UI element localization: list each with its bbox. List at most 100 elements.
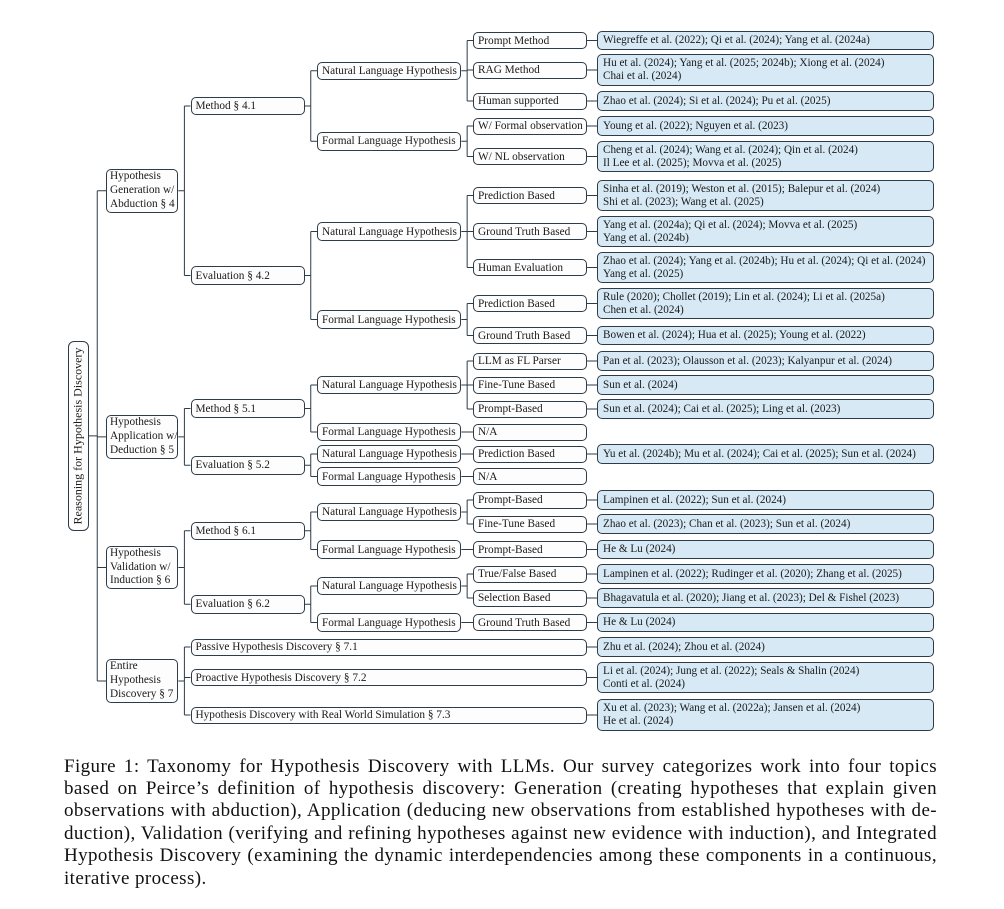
- tree-node-fine-tune-based: Fine-Tune Based: [473, 515, 587, 533]
- citation-box: Sun et al. (2024): [597, 375, 934, 395]
- tree-node-label: Natural Language Hypothesis: [322, 379, 457, 391]
- citation-line: Sun et al. (2024): [603, 378, 678, 391]
- tree-node-method-5-1: Method § 5.1: [190, 399, 305, 418]
- root-node-reasoning-for-hypothesis-discovery: Reasoning for Hypothesis Discovery: [68, 340, 89, 531]
- tree-node-label: Hypothesis Validation w/ Induction § 6: [110, 546, 171, 587]
- tree-node-formal-language-hypothesis: Formal Language Hypothesis: [317, 310, 462, 329]
- tree-node-human-supported: Human supported: [473, 92, 587, 110]
- tree-node-evaluation-4-2: Evaluation § 4.2: [190, 266, 305, 285]
- tree-node-label: Proactive Hypothesis Discovery § 7.2: [195, 671, 367, 684]
- connector-edges: [88, 40, 597, 716]
- caption-line: observations with abduction), Applicatio…: [64, 800, 937, 822]
- tree-node-label: Prompt-Based: [478, 543, 543, 556]
- tree-node-selection-based: Selection Based: [473, 589, 587, 607]
- citation-box: He & Lu (2024): [597, 612, 934, 633]
- tree-node-label: Formal Language Hypothesis: [322, 543, 456, 556]
- tree-node-label: Formal Language Hypothesis: [322, 426, 456, 438]
- caption-line: iterative process).: [64, 867, 207, 889]
- tree-node-natural-language-hypothesis: Natural Language Hypothesis: [317, 222, 462, 241]
- citation-box: Zhao et al. (2024); Si et al. (2024); Pu…: [597, 91, 934, 111]
- citation-box: Cheng et al. (2024); Wang et al. (2024);…: [597, 140, 934, 173]
- citation-line: Shi et al. (2023); Wang et al. (2025): [603, 195, 764, 208]
- citation-box: Bowen et al. (2024); Hua et al. (2025); …: [597, 325, 934, 346]
- tree-node-label: Fine-Tune Based: [478, 518, 556, 530]
- tree-node-label: Evaluation § 5.2: [195, 459, 270, 472]
- tree-node-label: Prompt-Based: [478, 403, 543, 415]
- tree-node-method-4-1: Method § 4.1: [190, 96, 305, 116]
- tree-node-method-6-1: Method § 6.1: [190, 521, 305, 540]
- tree-node-label: Prompt Method: [478, 34, 550, 47]
- tree-node-prompt-based: Prompt-Based: [473, 400, 587, 418]
- tree-node-label: RAG Method: [478, 64, 540, 76]
- citation-line: He & Lu (2024): [603, 543, 676, 555]
- citation-box: Sun et al. (2024); Cai et al. (2025); Li…: [597, 399, 934, 419]
- citation-line: Conti et al. (2024): [603, 677, 686, 690]
- tree-node-prediction-based: Prediction Based: [473, 445, 587, 463]
- citation-line: Xu et al. (2023); Wang et al. (2022a); J…: [603, 702, 861, 714]
- tree-node-natural-language-hypothesis: Natural Language Hypothesis: [317, 375, 462, 395]
- tree-node-ground-truth-based: Ground Truth Based: [473, 614, 587, 631]
- tree-node-entire-hypothesis-discovery-7: Entire Hypothesis Discovery § 7: [106, 659, 179, 703]
- tree-node-w-formal-observation: W/ Formal observation: [473, 117, 587, 135]
- tree-node-hypothesis-validation-w-induction-6: Hypothesis Validation w/ Induction § 6: [106, 545, 179, 590]
- citation-box: Xu et al. (2023); Wang et al. (2022a); J…: [597, 699, 934, 731]
- citation-box: Lampinen et al. (2022); Rudinger et al. …: [597, 564, 934, 584]
- tree-node-label: Prediction Based: [478, 189, 555, 202]
- tree-node-n-a: N/A: [473, 468, 587, 485]
- tree-node-prompt-based: Prompt-Based: [473, 491, 587, 509]
- tree-node-label: Ground Truth Based: [478, 329, 571, 342]
- tree-node-prompt-method: Prompt Method: [473, 32, 587, 49]
- tree-node-label: Method § 4.1: [195, 100, 257, 112]
- citation-line: Sinha et al. (2019); Weston et al. (2015…: [603, 182, 881, 195]
- tree-node-rag-method: RAG Method: [473, 61, 587, 79]
- tree-node-label: W/ NL observation: [478, 150, 565, 163]
- tree-node-label: N/A: [478, 470, 498, 483]
- tree-node-label: Human Evaluation: [478, 261, 564, 274]
- caption-line: Figure 1: Taxonomy for Hypothesis Discov…: [64, 755, 937, 777]
- tree-node-label: Method § 6.1: [195, 524, 257, 537]
- citation-line: Yang et al. (2024a); Qi et al. (2024); M…: [603, 218, 858, 231]
- tree-node-hypothesis-application-w-deduction-5: Hypothesis Application w/ Deduction § 5: [106, 415, 179, 459]
- tree-node-label: Natural Language Hypothesis: [322, 225, 457, 238]
- tree-node-llm-as-fl-parser: LLM as FL Parser: [473, 352, 587, 370]
- citation-line: Yu et al. (2024b); Mu et al. (2024); Cai…: [603, 447, 916, 460]
- tree-node-label: Hypothesis Application w/ Deduction § 5: [110, 416, 178, 456]
- tree-node-formal-language-hypothesis: Formal Language Hypothesis: [317, 132, 462, 151]
- tree-node-label: Entire Hypothesis Discovery § 7: [110, 660, 174, 700]
- citation-line: Il Lee et al. (2025); Movva et al. (2025…: [603, 156, 782, 169]
- tree-node-prediction-based: Prediction Based: [473, 187, 587, 204]
- tree-node-label: Passive Hypothesis Discovery § 7.1: [195, 641, 358, 653]
- tree-node-evaluation-5-2: Evaluation § 5.2: [190, 456, 305, 475]
- citation-box: Lampinen et al. (2022); Sun et al. (2024…: [597, 490, 934, 510]
- tree-node-label: Prediction Based: [478, 448, 555, 460]
- citation-box: Zhao et al. (2023); Chan et al. (2023); …: [597, 514, 934, 534]
- tree-node-human-evaluation: Human Evaluation: [473, 259, 587, 276]
- citation-line: Zhao et al. (2024); Si et al. (2024); Pu…: [603, 94, 831, 107]
- citation-line: He et al. (2024): [603, 715, 674, 727]
- tree-node-fine-tune-based: Fine-Tune Based: [473, 376, 587, 394]
- tree-node-formal-language-hypothesis: Formal Language Hypothesis: [317, 467, 462, 486]
- figure-caption: Figure 1: Taxonomy for Hypothesis Discov…: [64, 756, 937, 890]
- tree-node-label: Formal Language Hypothesis: [322, 470, 456, 483]
- citation-box: Rule (2020); Chollet (2019); Lin et al. …: [597, 287, 934, 320]
- tree-node-ground-truth-based: Ground Truth Based: [473, 327, 587, 344]
- citation-box: Pan et al. (2023); Olausson et al. (2023…: [597, 351, 934, 371]
- tree-node-formal-language-hypothesis: Formal Language Hypothesis: [317, 540, 462, 559]
- citation-box: Hu et al. (2024); Yang et al. (2025; 202…: [597, 54, 934, 86]
- caption-line: duction), Validation (verifying and refi…: [64, 822, 937, 844]
- tree-node-n-a: N/A: [473, 423, 587, 441]
- tree-node-label: Prompt-Based: [478, 494, 543, 506]
- tree-node-label: Formal Language Hypothesis: [322, 135, 456, 148]
- citation-line: Bowen et al. (2024); Hua et al. (2025); …: [603, 329, 866, 341]
- citation-line: Wiegreffe et al. (2022); Qi et al. (2024…: [603, 34, 870, 46]
- tree-node-w-nl-observation: W/ NL observation: [473, 148, 587, 165]
- root-node-label: Reasoning for Hypothesis Discovery: [70, 347, 85, 525]
- citation-line: Cheng et al. (2024); Wang et al. (2024);…: [603, 143, 858, 156]
- tree-node-label: Formal Language Hypothesis: [322, 313, 456, 326]
- citation-line: Young et al. (2022); Nguyen et al. (2023…: [603, 119, 788, 132]
- citation-box: Yang et al. (2024a); Qi et al. (2024); M…: [597, 215, 934, 248]
- tree-node-proactive-hypothesis-discovery-7-2: Proactive Hypothesis Discovery § 7.2: [190, 669, 587, 686]
- tree-node-label: Natural Language Hypothesis: [322, 64, 457, 77]
- citation-line: Zhu et al. (2024); Zhou et al. (2024): [603, 640, 765, 653]
- tree-node-natural-language-hypothesis: Natural Language Hypothesis: [317, 61, 462, 80]
